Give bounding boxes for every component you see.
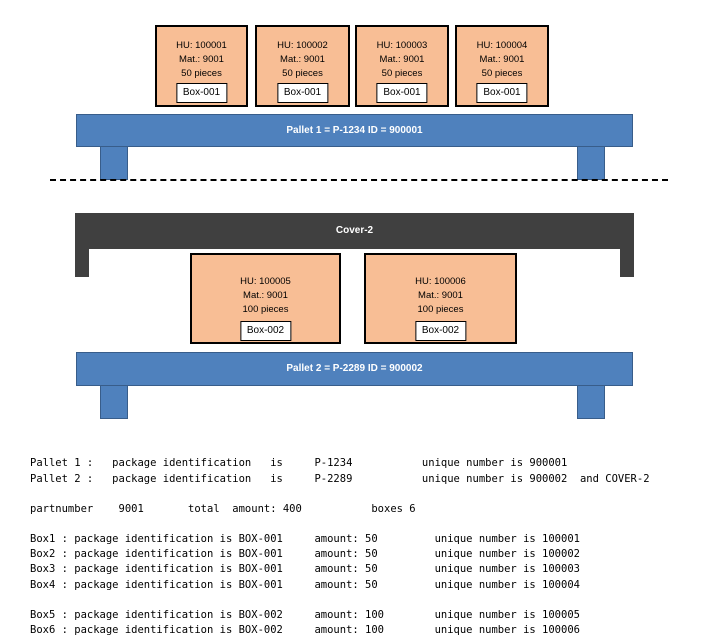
hu-number: HU: 100006 (415, 276, 466, 287)
separator-dashed-line (50, 179, 668, 181)
pallet-line-1: Pallet 1 : package identification is P-1… (30, 457, 568, 469)
box-line-2: Box2 : package identification is BOX-001… (30, 548, 580, 560)
pallet-1-foot-right (577, 146, 605, 180)
handling-unit-100004: HU: 100004 Mat.: 9001 50 pieces Box-001 (455, 25, 549, 107)
hu-quantity: 50 pieces (282, 68, 323, 79)
box-line-6: Box6 : package identification is BOX-002… (30, 624, 580, 636)
pallet-2-foot-right (577, 385, 605, 419)
box-label: Box-002 (414, 321, 467, 341)
hu-number: HU: 100004 (476, 40, 528, 51)
hu-number: HU: 100003 (376, 40, 428, 51)
handling-unit-100005: HU: 100005 Mat.: 9001 100 pieces Box-002 (190, 253, 341, 344)
hu-material: Mat.: 9001 (179, 54, 224, 65)
box-label: Box-001 (175, 83, 228, 103)
handling-unit-100003: HU: 100003 Mat.: 9001 50 pieces Box-001 (355, 25, 449, 107)
pallet-2-foot-left (100, 385, 128, 419)
hu-number: HU: 100001 (176, 40, 227, 51)
hu-quantity: 50 pieces (381, 68, 423, 79)
box-line-1: Box1 : package identification is BOX-001… (30, 533, 580, 545)
cover-2-label: Cover-2 (335, 225, 374, 236)
box-line-5: Box5 : package identification is BOX-002… (30, 609, 580, 621)
box-label: Box-001 (376, 83, 428, 103)
hu-quantity: 50 pieces (181, 68, 222, 79)
hu-material: Mat.: 9001 (280, 54, 325, 65)
hu-material: Mat.: 9001 (243, 290, 288, 301)
pallet-1-board: Pallet 1 = P-1234 ID = 900001 (76, 114, 633, 147)
box-label: Box-001 (476, 83, 528, 103)
hu-material: Mat.: 9001 (418, 290, 463, 301)
cover-2-side-left (75, 248, 89, 277)
cover-2-side-right (620, 248, 634, 277)
pallet-2-label: Pallet 2 = P-2289 ID = 900002 (286, 363, 423, 374)
hu-material: Mat.: 9001 (479, 54, 525, 65)
summary-line: partnumber 9001 total amount: 400 boxes … (30, 503, 416, 515)
hu-quantity: 100 pieces (417, 304, 464, 315)
handling-unit-100006: HU: 100006 Mat.: 9001 100 pieces Box-002 (364, 253, 517, 344)
handling-unit-100002: HU: 100002 Mat.: 9001 50 pieces Box-001 (255, 25, 350, 107)
pallet-line-2: Pallet 2 : package identification is P-2… (30, 473, 650, 485)
cover-2-top: Cover-2 (75, 213, 634, 249)
handling-unit-100001: HU: 100001 Mat.: 9001 50 pieces Box-001 (155, 25, 248, 107)
box-line-3: Box3 : package identification is BOX-001… (30, 563, 580, 575)
hu-number: HU: 100005 (240, 276, 291, 287)
pallet-2-board: Pallet 2 = P-2289 ID = 900002 (76, 352, 633, 386)
hu-material: Mat.: 9001 (379, 54, 425, 65)
pallet-1-label: Pallet 1 = P-1234 ID = 900001 (286, 125, 423, 136)
hu-quantity: 50 pieces (481, 68, 523, 79)
box-label: Box-001 (276, 83, 329, 103)
hu-number: HU: 100002 (277, 40, 328, 51)
pallet-1-foot-left (100, 146, 128, 180)
box-label: Box-002 (239, 321, 292, 341)
hu-quantity: 100 pieces (242, 304, 289, 315)
box-line-4: Box4 : package identification is BOX-001… (30, 579, 580, 591)
